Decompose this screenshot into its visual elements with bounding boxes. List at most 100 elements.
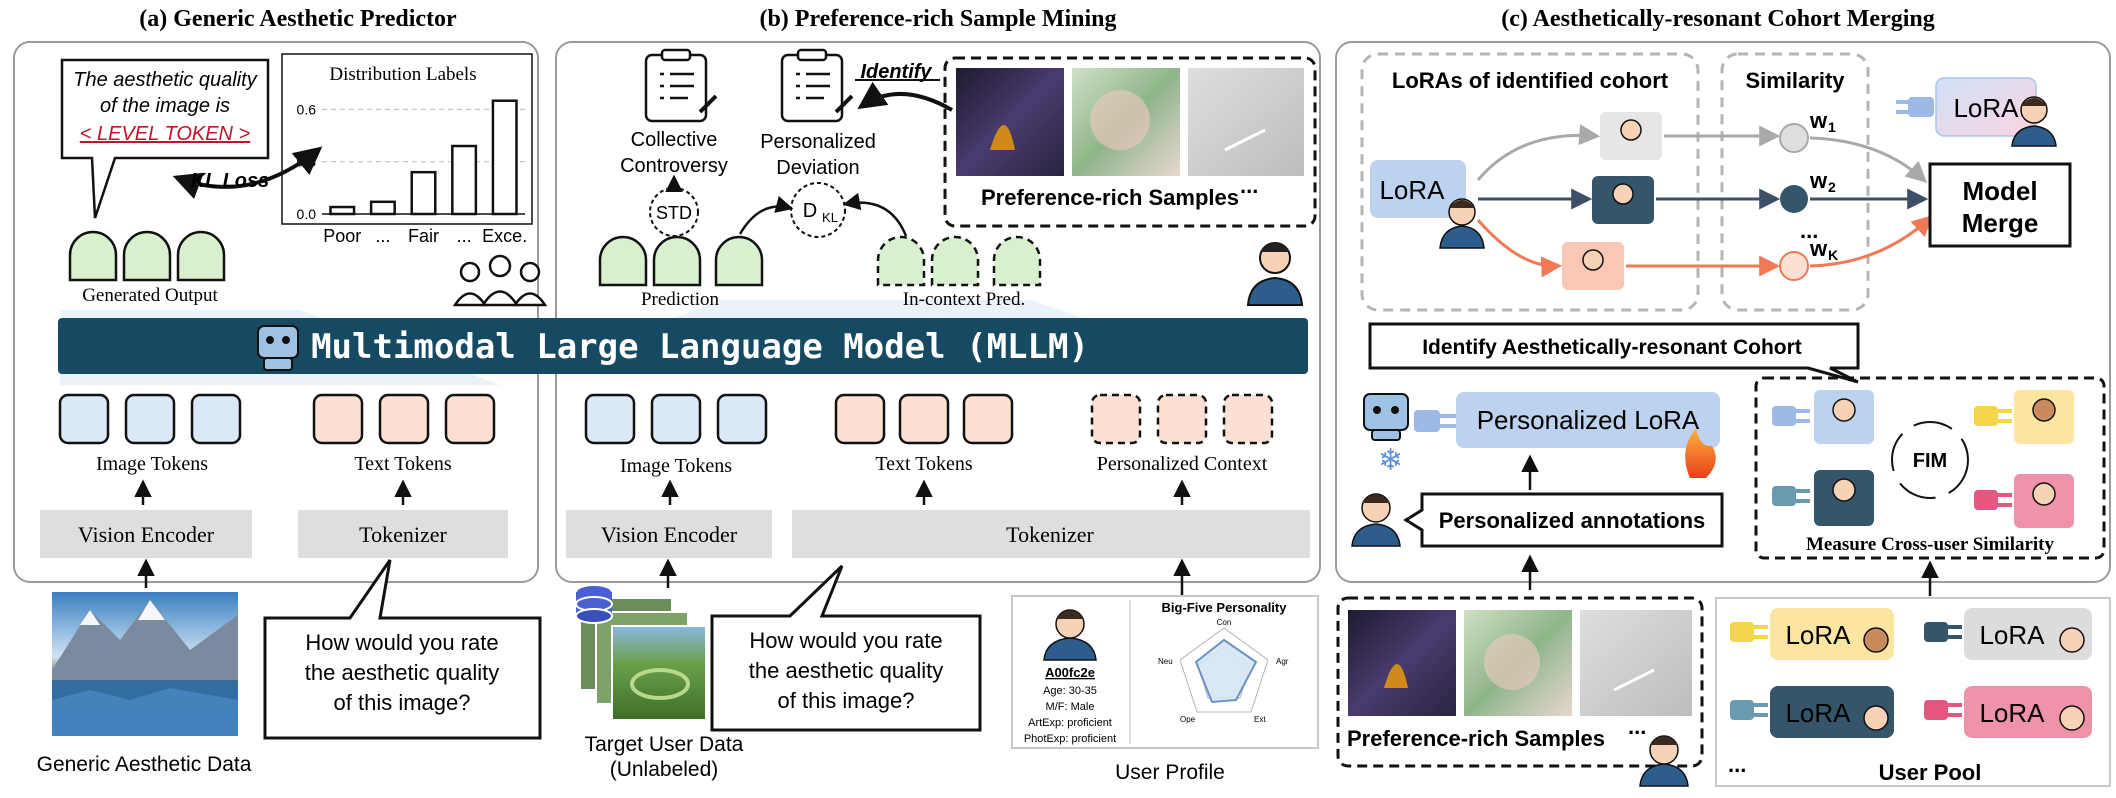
- source-lora: [1370, 160, 1466, 218]
- samples-label-c: Preference-rich Samples: [1347, 726, 1605, 751]
- snowflake-icon: ❄: [1378, 444, 1403, 477]
- pool-lora-3-label: LoRA: [1785, 698, 1851, 728]
- chart-ytick: 0.0: [297, 206, 317, 222]
- weight-2-sub: 2: [1828, 179, 1836, 195]
- chart-bars: [329, 99, 518, 216]
- context-tokens-b: [1090, 393, 1274, 445]
- text-tokens-a: [312, 393, 496, 445]
- profile-gender: M/F: Male: [1046, 701, 1095, 713]
- mllm-bar: [58, 318, 1308, 374]
- model-merge-line1: Model: [1962, 176, 2037, 206]
- incontext-label: In-context Pred.: [903, 289, 1025, 310]
- std-label: STD: [656, 203, 692, 223]
- chart-bar: [491, 99, 518, 216]
- chart-ytick: 0.6: [297, 101, 317, 117]
- big-five-title: Big-Five Personality: [1162, 600, 1288, 615]
- panel-b-frame: [555, 41, 1321, 583]
- similarity-label: Similarity: [1745, 68, 1845, 93]
- robot-icon: [257, 325, 299, 371]
- annotations-bubble: [1403, 492, 1724, 548]
- kl-loss-label: KL Loss: [191, 170, 270, 192]
- identify-cohort-bubble: [1368, 322, 1860, 384]
- pool-lora-1-label: LoRA: [1785, 620, 1851, 650]
- weight-dots: ...: [1800, 218, 1818, 243]
- sim-face-3: [1832, 478, 1856, 502]
- target-caption-line2: (Unlabeled): [610, 758, 719, 781]
- sim-face-4: [2032, 482, 2056, 506]
- generic-aesthetic-image: [52, 592, 238, 736]
- profile-caption: User Profile: [1115, 761, 1225, 784]
- weight-k-sub: K: [1828, 247, 1838, 263]
- question-a-line2: the aesthetic quality: [305, 660, 499, 685]
- cohort-face-1: [1620, 119, 1642, 141]
- clipboard-icon-collective: [644, 48, 718, 123]
- radar-axis-right: Agr: [1276, 657, 1289, 666]
- pool-face-3: [1863, 705, 1889, 731]
- generated-output-blocks: [68, 230, 226, 282]
- image-tokens-label-b: Image Tokens: [620, 455, 732, 477]
- profile-age: Age: 30-35: [1043, 685, 1097, 697]
- weight-2: w: [1809, 168, 1828, 193]
- pool-plug-1: [1730, 622, 1768, 642]
- panel-b-title: (b) Preference-rich Sample Mining: [759, 6, 1116, 32]
- arrow-pred-dkl: [738, 195, 794, 235]
- identify-label: Identify: [860, 61, 932, 83]
- database-icon: [575, 584, 613, 624]
- radar-chart: [1179, 627, 1269, 713]
- tokenizer-label-b: Tokenizer: [1006, 522, 1094, 547]
- fim-label: FIM: [1913, 450, 1947, 472]
- personalized-lora-label: Personalized LoRA: [1477, 405, 1700, 435]
- pool-plug-4: [1924, 700, 1962, 720]
- incontext-blocks: [876, 235, 1042, 287]
- samples-box-c: [1336, 596, 1704, 768]
- chart-xlabel: Exce.: [482, 226, 527, 246]
- vision-encoder-a: [40, 510, 252, 558]
- chart-frame: [281, 53, 533, 225]
- vision-encoder-label-b: Vision Encoder: [601, 522, 738, 547]
- vision-encoder-b: [566, 510, 772, 558]
- weight-node-k: [1779, 251, 1809, 281]
- panel-c-title: (c) Aesthetically-resonant Cohort Mergin…: [1501, 6, 1934, 32]
- text-tokens-b: [834, 393, 1014, 445]
- identify-arrow: [857, 81, 953, 112]
- similarity-box: [1720, 52, 1870, 312]
- tokenizer-a: [298, 510, 508, 558]
- context-label-b: Personalized Context: [1097, 453, 1268, 475]
- fim-cycle: [1891, 421, 1969, 499]
- tokenizer-label-a: Tokenizer: [359, 522, 447, 547]
- personalized-lora-box: [1456, 392, 1720, 448]
- panel-c-frame: [1335, 41, 2111, 583]
- personalized-line1: Personalized: [760, 131, 876, 153]
- radar-axis-bottom-left: Ope: [1180, 715, 1196, 724]
- model-merge-line2: Merge: [1962, 208, 2039, 238]
- question-bubble-b: [710, 564, 982, 732]
- chart-xlabel: ...: [457, 226, 472, 246]
- plug-icon-personal: [1414, 410, 1456, 432]
- vision-encoder-label-a: Vision Encoder: [78, 522, 215, 547]
- pool-dots: ...: [1728, 752, 1746, 777]
- sim-face-2: [2032, 398, 2056, 422]
- annotator-avatar-icon: [1351, 493, 1401, 547]
- generated-output-label: Generated Output: [82, 285, 218, 306]
- pool-lora-2-label: LoRA: [1979, 620, 2045, 650]
- pool-face-1: [1863, 627, 1889, 653]
- user-pool-label: User Pool: [1879, 760, 1982, 785]
- plug-icon-sim-1: [1772, 406, 1810, 426]
- samples-dots-c: ...: [1628, 714, 1646, 739]
- radar-axis-left: Neu: [1158, 657, 1173, 666]
- chart-bar: [451, 144, 478, 216]
- prediction-label: Prediction: [641, 289, 720, 310]
- model-merge-box: [1928, 162, 2072, 248]
- dkl-label: D: [803, 200, 817, 222]
- chart-bar: [369, 200, 396, 216]
- profile-avatar-icon: [1043, 609, 1097, 661]
- chart-bar: [410, 170, 437, 216]
- target-caption-line1: Target User Data: [585, 733, 744, 756]
- generic-data-caption: Generic Aesthetic Data: [37, 753, 252, 776]
- collective-line2: Controversy: [620, 155, 728, 177]
- panel-a-title: (a) Generic Aesthetic Predictor: [139, 6, 457, 32]
- chart-bar: [329, 205, 356, 216]
- speech-line1: The aesthetic quality: [73, 69, 257, 91]
- fire-icon: [1685, 428, 1716, 478]
